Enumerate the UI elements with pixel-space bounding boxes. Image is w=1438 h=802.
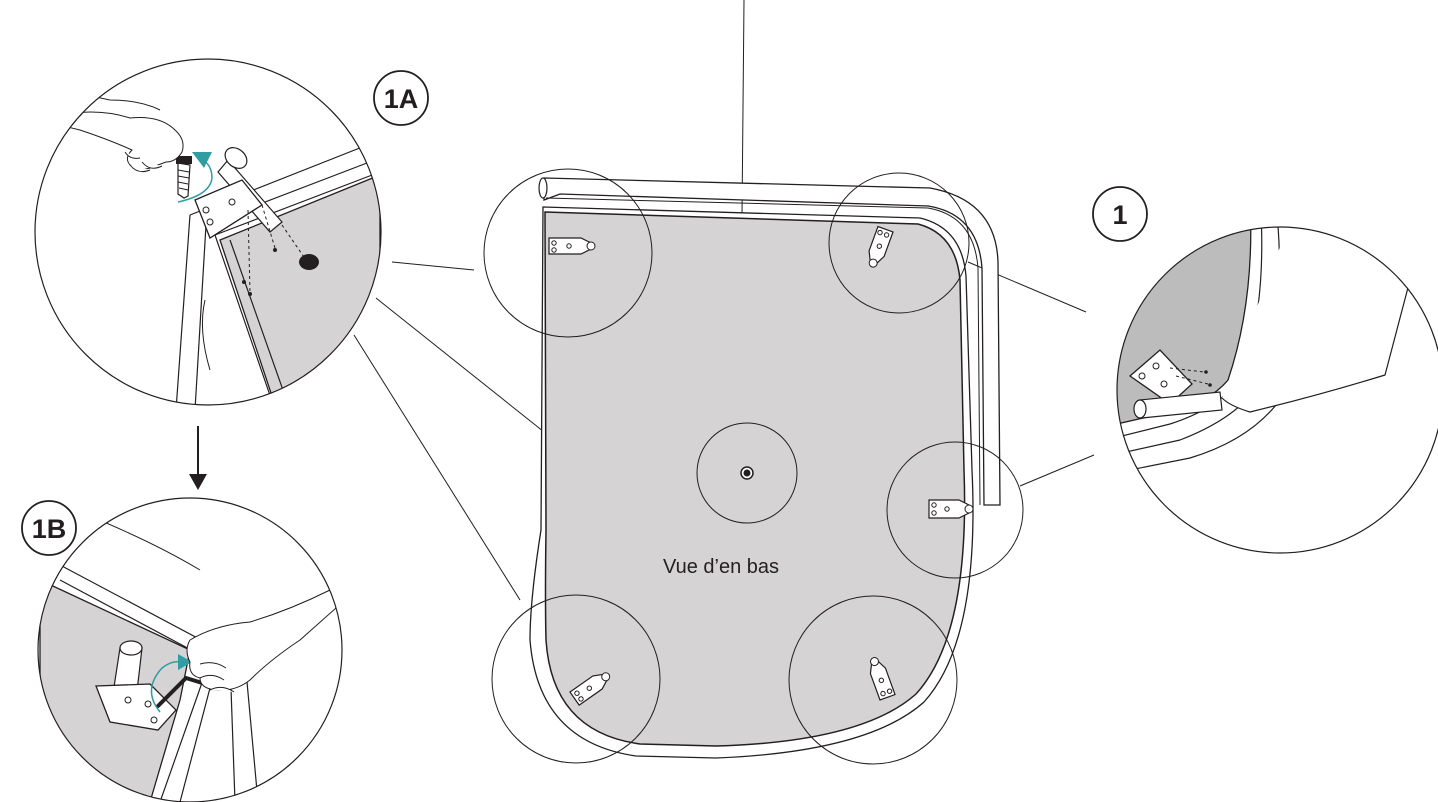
bracket-icon-right (928, 499, 974, 519)
detail-1b: 1B (21, 497, 343, 802)
detail-1a-hole (299, 254, 319, 270)
rotation-arrow-icon-1b (150, 660, 183, 713)
step-label-1a: 1A (384, 84, 419, 114)
hand-icon-1b (186, 589, 342, 693)
detail-circle-bottom-left (491, 594, 661, 764)
detail-1a: 1A (34, 58, 429, 406)
seat-frame-inner-line (545, 197, 981, 506)
detail-circle-top-right (828, 172, 970, 314)
detail-circles (483, 168, 1024, 765)
leader-1a-to-topleft (391, 261, 475, 271)
frame-tube-cap (538, 177, 548, 199)
detail-1-frame (1116, 226, 1438, 554)
leader-1-to-right (1019, 454, 1095, 487)
detail-circle-top-left (483, 168, 653, 338)
bracket-icon-1b (95, 683, 177, 731)
detail-circle-bottom-right (788, 595, 958, 765)
bracket-icon-bottom-right (869, 657, 896, 701)
seat-panel (544, 211, 966, 747)
bracket-icon-1 (1128, 349, 1193, 405)
caption-bottom-view: Vue d’en bas (663, 556, 779, 578)
center-hole (740, 466, 754, 480)
detail-1a-frame (34, 58, 382, 406)
screw-icon (176, 156, 192, 199)
detail-1b-frame (37, 497, 343, 802)
step-label-1b: 1B (32, 514, 67, 544)
seat-frame-outer (543, 177, 1001, 506)
detail-circle-center (696, 422, 798, 524)
step-badge-1 (1092, 186, 1148, 242)
step-label-1: 1 (1112, 200, 1127, 230)
leader-1a-to-bottomleft (353, 334, 521, 601)
detail-circle-right (886, 441, 1024, 579)
bracket-icon-top-left (548, 237, 596, 255)
detail-1: 1 (1092, 186, 1438, 554)
seat-bottom-view (529, 177, 1001, 759)
bracket-icon-bottom-left (569, 672, 611, 706)
hand-icon (35, 77, 184, 173)
step-badge-1a (373, 70, 429, 126)
down-arrow-icon (189, 426, 207, 490)
step-badge-1b (21, 500, 77, 556)
bracket-icon-top-right (868, 225, 894, 268)
